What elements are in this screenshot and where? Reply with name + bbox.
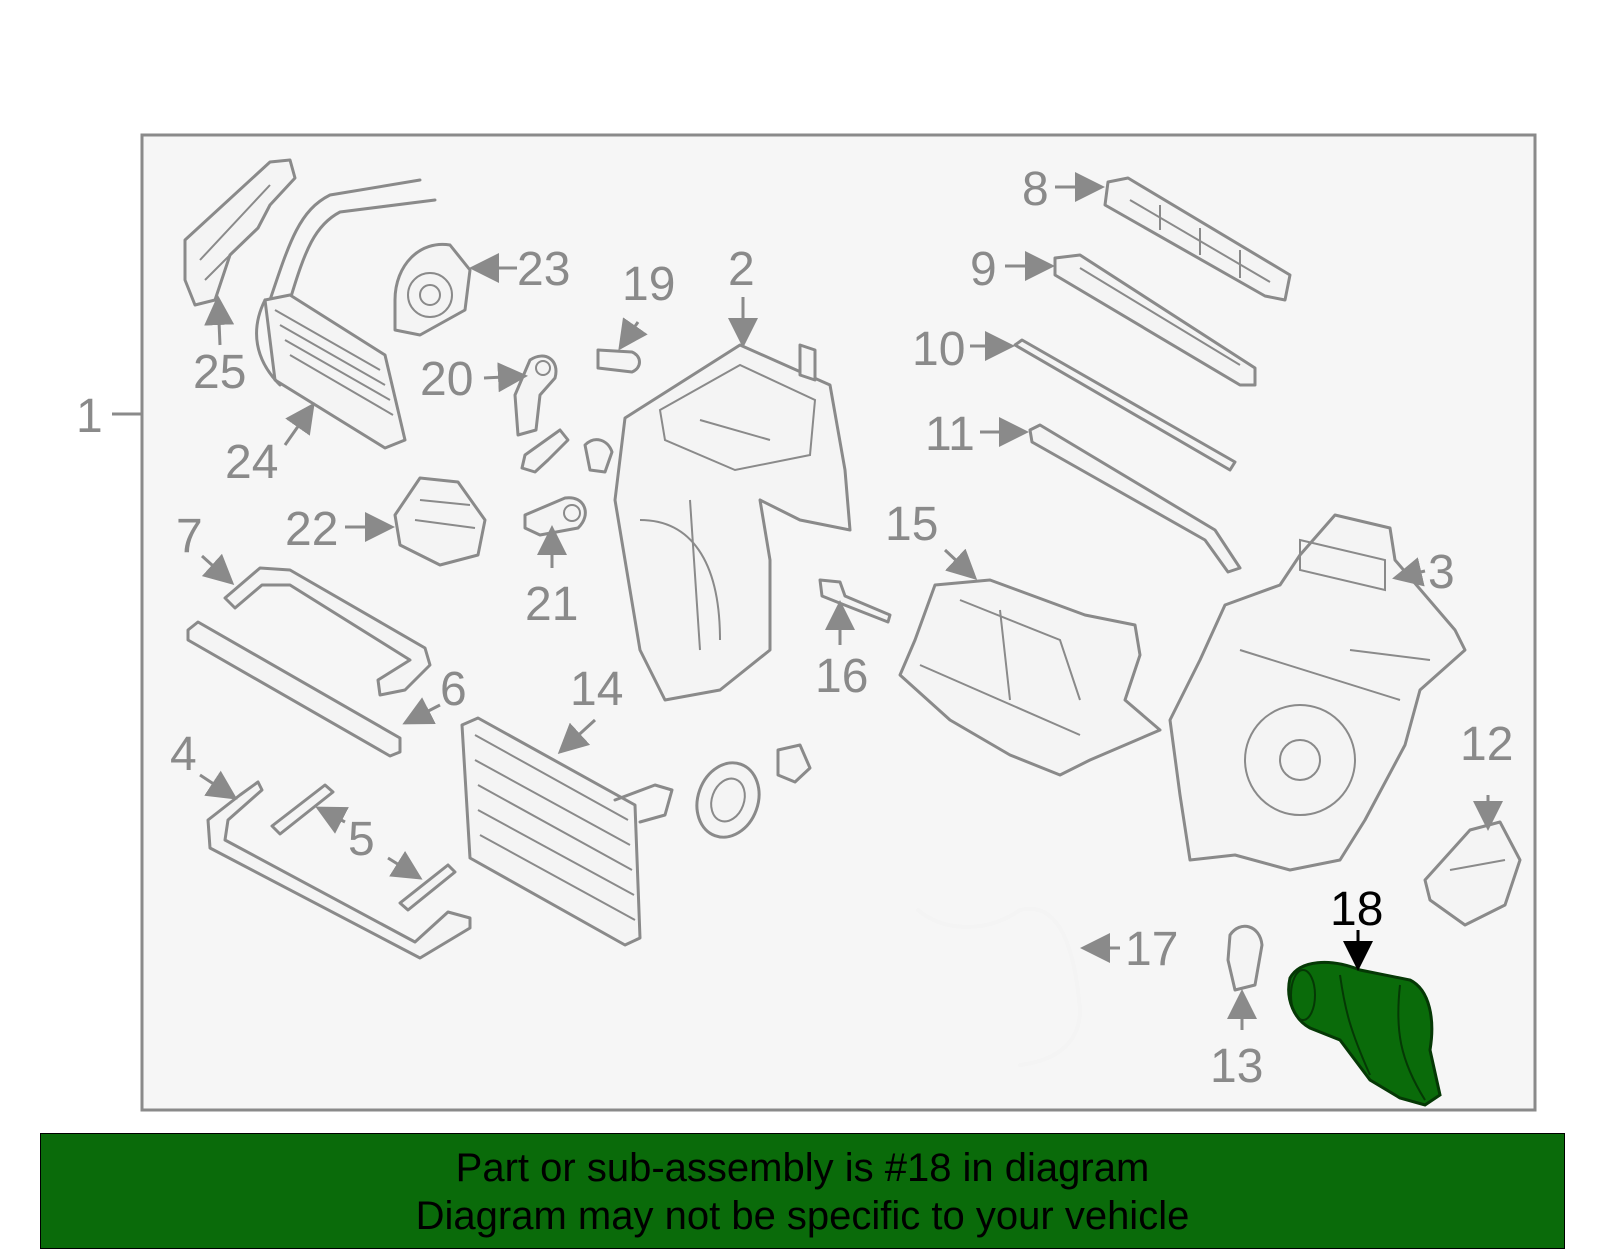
part-17-drain-hose bbox=[916, 906, 1083, 1067]
leader-4 bbox=[199, 770, 238, 800]
callout-25: 25 bbox=[193, 346, 246, 399]
callout-7: 7 bbox=[176, 510, 203, 563]
callout-12: 12 bbox=[1460, 718, 1513, 771]
callout-23: 23 bbox=[517, 243, 570, 296]
part-25-bracket bbox=[183, 158, 297, 307]
callout-19: 19 bbox=[622, 258, 675, 311]
part-9-filter-frame bbox=[1053, 253, 1257, 387]
part-14-evaporator bbox=[460, 716, 674, 947]
callout-5: 5 bbox=[348, 813, 375, 866]
callout-15: 15 bbox=[885, 498, 938, 551]
leader-7 bbox=[200, 553, 235, 586]
callout-2: 2 bbox=[728, 243, 755, 296]
part-7-seal bbox=[223, 566, 432, 697]
leader-20 bbox=[483, 362, 528, 393]
banner-line-2: Diagram may not be specific to your vehi… bbox=[415, 1194, 1190, 1238]
part-link-pieces bbox=[520, 428, 614, 474]
callout-11: 11 bbox=[925, 408, 975, 461]
callout-3: 3 bbox=[1428, 546, 1455, 599]
callout-9: 9 bbox=[970, 243, 997, 296]
part-5-pads bbox=[270, 783, 457, 912]
part-6-seal bbox=[186, 620, 402, 758]
part-13-clip bbox=[1226, 924, 1264, 992]
part-8-filter bbox=[1103, 176, 1292, 302]
callout-20: 20 bbox=[420, 353, 473, 406]
leader-6 bbox=[402, 697, 441, 725]
callout-18: 18 bbox=[1330, 883, 1383, 936]
leader-24 bbox=[283, 402, 315, 446]
part-18-duct bbox=[1287, 960, 1442, 1107]
part-gasket-ring bbox=[695, 761, 761, 839]
part-15-lower-case bbox=[898, 578, 1162, 777]
callout-17: 17 bbox=[1125, 923, 1178, 976]
callout-1: 1 bbox=[76, 390, 103, 443]
callout-10: 10 bbox=[912, 323, 965, 376]
info-banner: Part or sub-assembly is #18 in diagram D… bbox=[40, 1133, 1565, 1249]
callout-16: 16 bbox=[815, 650, 868, 703]
leader-15 bbox=[943, 548, 978, 581]
callout-24: 24 bbox=[225, 436, 278, 489]
part-16-sensor bbox=[818, 578, 892, 624]
callout-6: 6 bbox=[440, 663, 467, 716]
part-23-actuator bbox=[393, 242, 472, 337]
leader-19 bbox=[618, 317, 648, 351]
callout-21: 21 bbox=[525, 578, 578, 631]
leader-3 bbox=[1392, 557, 1426, 587]
part-19-clip bbox=[596, 348, 641, 374]
callout-14: 14 bbox=[570, 663, 623, 716]
part-22-actuator bbox=[393, 476, 487, 567]
part-11-strip bbox=[1028, 423, 1242, 574]
leader-5b bbox=[387, 850, 423, 880]
banner-line-1: Part or sub-assembly is #18 in diagram bbox=[455, 1146, 1150, 1190]
callout-22: 22 bbox=[285, 503, 338, 556]
callout-13: 13 bbox=[1210, 1040, 1263, 1093]
part-10-strip bbox=[1013, 338, 1237, 472]
callout-4: 4 bbox=[170, 728, 197, 781]
part-24-heater-core bbox=[255, 178, 437, 450]
leader-25 bbox=[204, 295, 235, 346]
leader-5a bbox=[315, 806, 349, 834]
callout-8: 8 bbox=[1022, 163, 1049, 216]
part-2-upper-case bbox=[613, 343, 852, 702]
part-small-fitting bbox=[776, 743, 812, 784]
leader-14 bbox=[557, 718, 597, 755]
part-3-blower-housing bbox=[1168, 513, 1467, 872]
